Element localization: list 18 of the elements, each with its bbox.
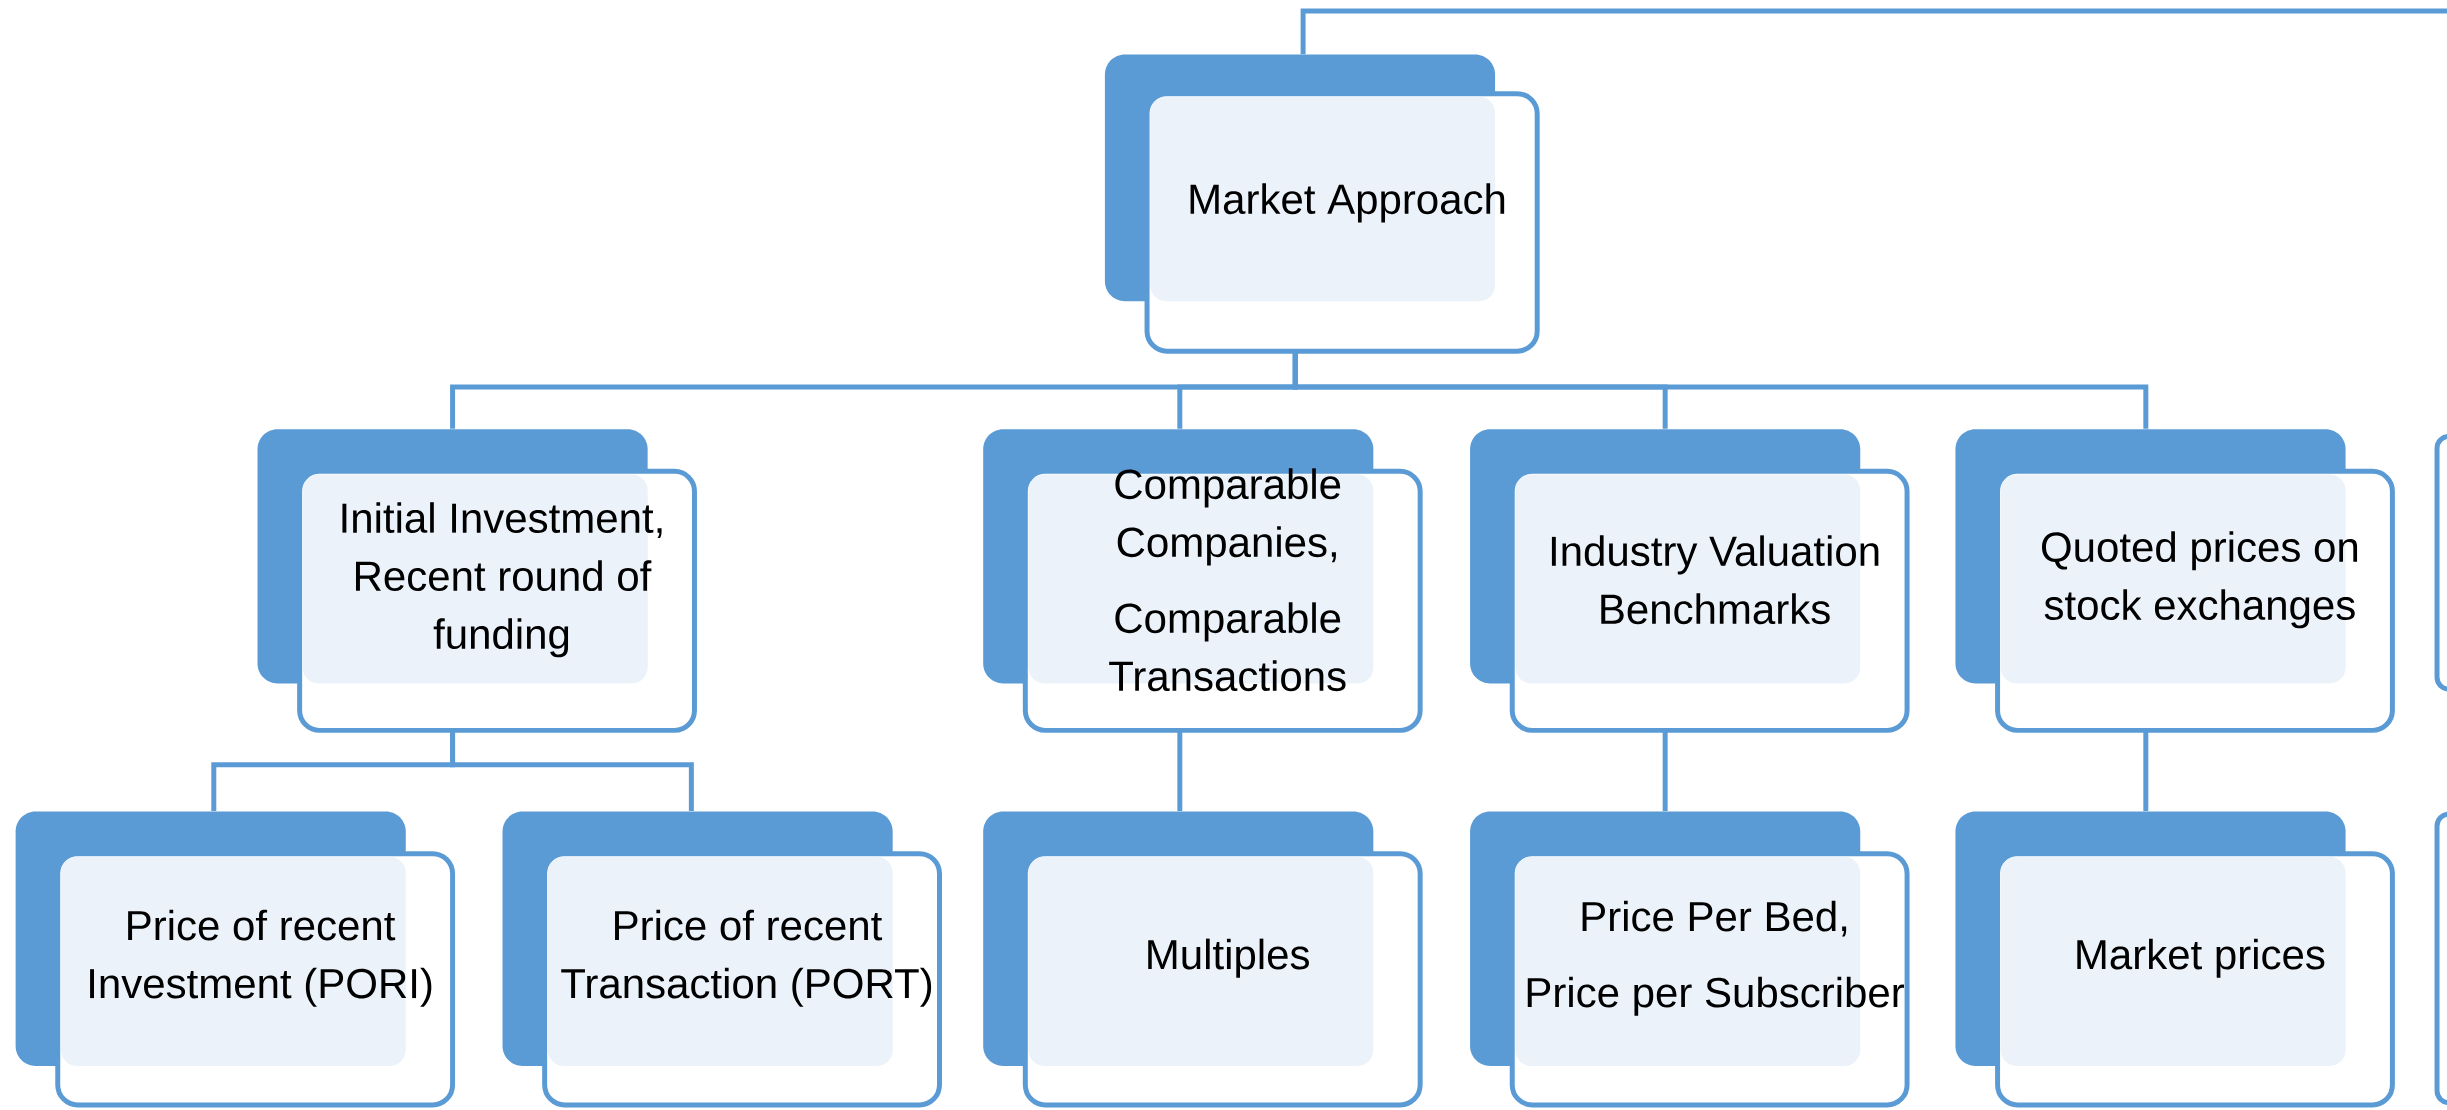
process-box: Price of recent Transaction (PORT) xyxy=(502,811,942,1108)
process-box: Quoted prices on stock exchanges xyxy=(1955,429,2395,734)
box xyxy=(2434,434,2447,692)
process-box: Price of recent Investment (PORI) xyxy=(15,811,456,1108)
process-box: Industry Valuation Benchmarks xyxy=(1470,429,1910,734)
process-box: Comparable Companies, Comparable Transactions xyxy=(983,429,1423,734)
process-box: Multiples xyxy=(983,811,1423,1108)
process-box: Market prices xyxy=(1955,811,2395,1108)
connector-line xyxy=(2143,730,2149,812)
connector-line xyxy=(1662,730,1668,812)
connector-line xyxy=(1177,730,1183,812)
process-box: Market Approach xyxy=(1104,54,1540,354)
process-box: Price Per Bed, Price per Subscriber xyxy=(1470,811,1910,1108)
box xyxy=(2434,811,2447,1106)
connector-line xyxy=(1300,8,2447,55)
connector-line xyxy=(450,730,694,812)
process-box: Initial Investment, Recent round of funding xyxy=(257,429,697,734)
connector-line xyxy=(1292,351,2149,429)
